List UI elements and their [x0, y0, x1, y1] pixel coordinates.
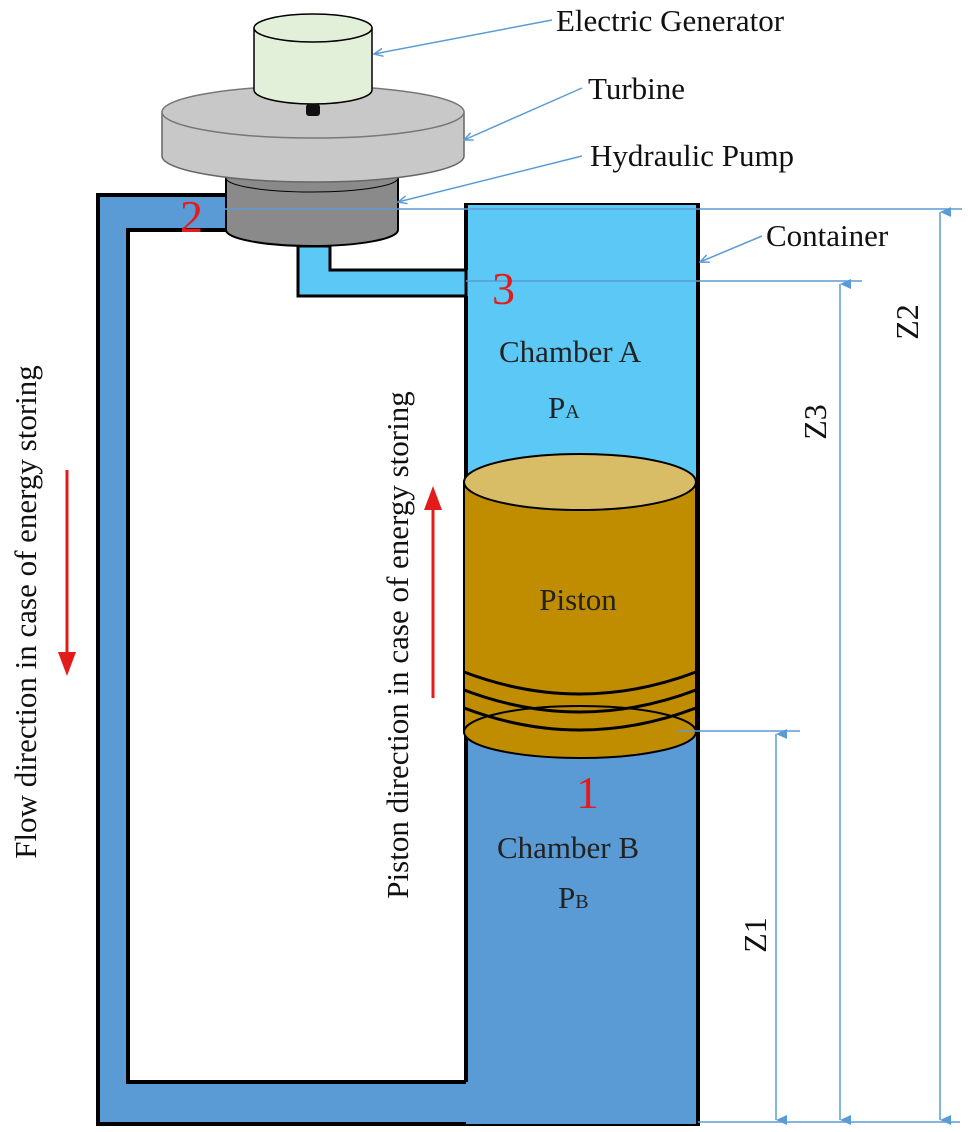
piston-up-arrow	[424, 486, 442, 698]
chamber-a-label: Chamber A	[499, 334, 642, 369]
z3-label: Z3	[797, 404, 833, 440]
point-markers: 1 2 3	[180, 191, 599, 818]
generator-label: Electric Generator	[556, 3, 785, 38]
pressure-a-subscript: A	[565, 401, 580, 423]
z2-label: Z2	[889, 304, 925, 340]
pressure-a-label: PA	[548, 390, 580, 425]
point-3-label: 3	[492, 263, 515, 314]
pressure-b-main: P	[558, 880, 575, 915]
piston-direction-label: Piston direction in case of energy stori…	[380, 391, 415, 898]
piston-top	[463, 453, 697, 511]
point-1-label: 1	[576, 767, 599, 818]
shaft	[306, 104, 320, 116]
pressure-b-subscript: B	[575, 891, 588, 913]
component-labels: Electric Generator Turbine Hydraulic Pum…	[556, 3, 889, 253]
container-label: Container	[766, 218, 889, 253]
dimension-arrows	[775, 207, 951, 1125]
direction-labels: Flow direction in case of energy storing…	[8, 365, 415, 898]
pressure-a-main: P	[548, 390, 565, 425]
piston-label: Piston	[539, 582, 617, 617]
turbine-label: Turbine	[588, 71, 685, 106]
flow-direction-label: Flow direction in case of energy storing	[8, 365, 43, 859]
pump-label: Hydraulic Pump	[590, 138, 794, 173]
pump-outlet-pipe	[296, 244, 468, 298]
leader-lines	[374, 19, 763, 262]
pressure-b-label: PB	[558, 880, 589, 915]
chamber-labels: Chamber A PA Piston Chamber B PB	[497, 334, 642, 915]
flow-down-arrow	[58, 470, 76, 676]
electric-generator	[253, 13, 373, 116]
piston	[463, 453, 697, 759]
point-2-label: 2	[180, 191, 203, 242]
direction-arrows	[58, 470, 442, 698]
chamber-b-label: Chamber B	[497, 830, 639, 865]
dimension-labels: Z1 Z3 Z2	[737, 304, 925, 953]
z1-label: Z1	[737, 917, 773, 953]
